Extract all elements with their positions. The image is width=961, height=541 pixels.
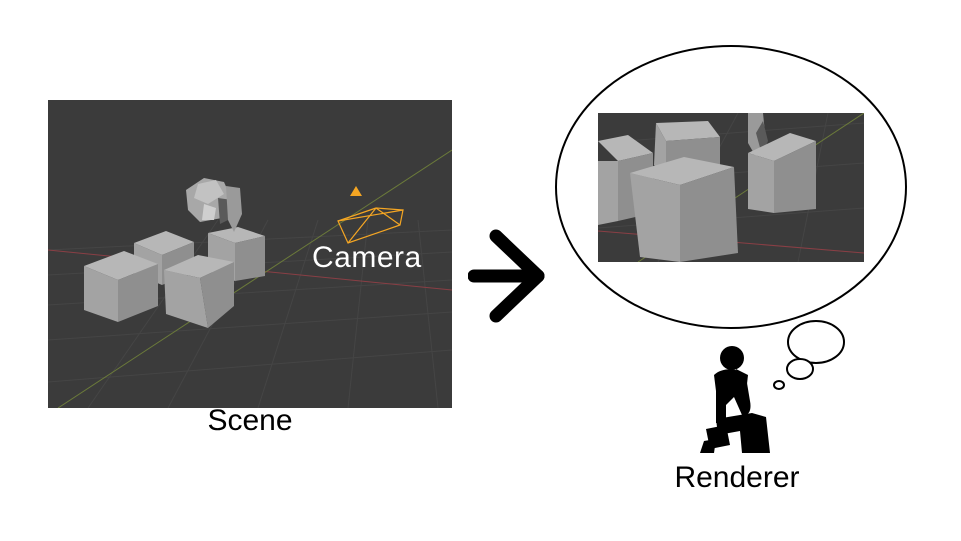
right-arrow-icon [468,229,545,323]
y-axis-line [57,149,452,408]
thought-bubble-circle-medium [786,358,814,380]
head-statue [186,178,242,232]
render-cube-front [630,157,738,262]
rendered-image [598,113,864,262]
camera-wireframe-icon [337,186,404,244]
thought-bubble-circle-small [773,380,785,390]
render-cube-right [748,133,816,213]
cube-front-right [164,255,234,328]
camera-label: Camera [312,241,422,274]
thinker-figure-icon [700,346,770,453]
scene-3d-render [48,149,452,408]
scene-viewport [48,100,452,408]
cube-front-left [84,251,158,322]
thought-bubble-circle-large [787,320,845,364]
scene-label: Scene [207,404,293,437]
rendered-view [598,113,864,262]
renderer-label: Renderer [674,461,800,494]
